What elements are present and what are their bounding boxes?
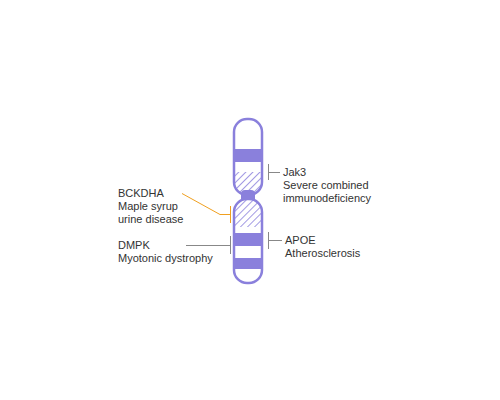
highlight-leader — [182, 194, 231, 224]
disease-name: Atherosclerosis — [285, 247, 395, 260]
upper-arm-outline — [234, 119, 262, 195]
gene-name: APOE — [285, 234, 395, 247]
gene-name: BCKDHA — [118, 187, 198, 200]
upper-arm — [234, 119, 262, 195]
disease-name: Myotonic dystrophy — [118, 252, 228, 265]
disease-name: Maple syrup urine disease — [118, 200, 190, 226]
lower-arm — [234, 199, 262, 283]
disease-name: Severe combined immunodeficiency — [283, 179, 393, 205]
lower-arm-outline — [234, 199, 262, 283]
leader-lines — [186, 164, 282, 254]
gene-name: DMPK — [118, 239, 198, 252]
gene-name: Jak3 — [283, 166, 393, 179]
